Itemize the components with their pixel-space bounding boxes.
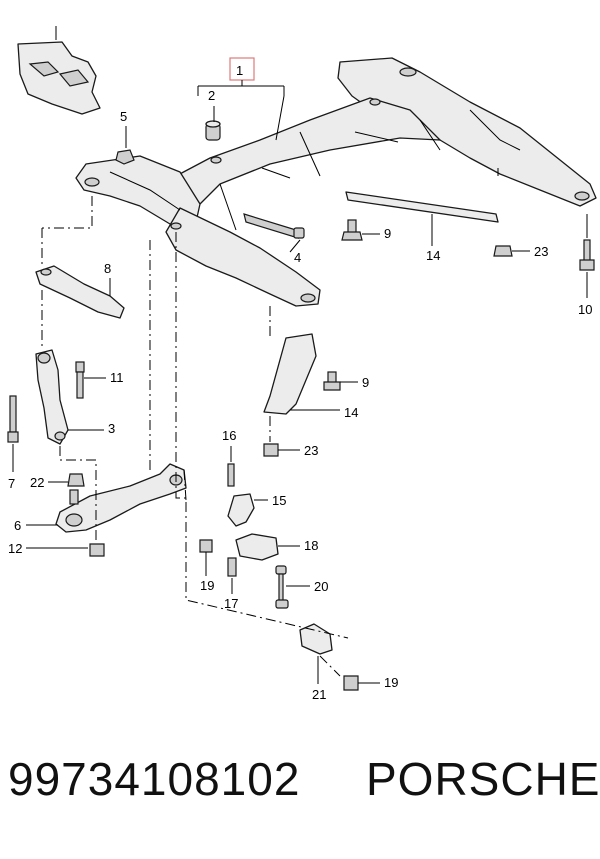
part-17-bolt	[227, 557, 237, 577]
brand-name: PORSCHE	[366, 753, 600, 805]
part-3-link	[35, 349, 69, 445]
part-12-nut	[89, 543, 105, 557]
callout-20: 20	[314, 579, 328, 594]
callout-10: 10	[578, 302, 592, 317]
callout-19-upper: 19	[200, 578, 214, 593]
part-9-bolt-lower	[323, 371, 341, 391]
callout-23-upper: 23	[534, 244, 548, 259]
callout-9-upper: 9	[384, 226, 391, 241]
part-20-link-rod	[275, 565, 289, 609]
part-16-stud	[227, 463, 235, 487]
part-19-nut-lower	[343, 675, 359, 691]
callout-2: 2	[208, 88, 215, 103]
callout-21: 21	[312, 687, 326, 702]
part-number: 99734108102	[8, 753, 301, 805]
callout-23-lower: 23	[304, 443, 318, 458]
callout-14-upper: 14	[426, 248, 440, 263]
callout-16: 16	[222, 428, 236, 443]
part-23-nut-lower	[263, 443, 279, 457]
callout-14-lower: 14	[344, 405, 358, 420]
part-23-nut-upper	[493, 245, 513, 257]
part-9-bolt-upper	[341, 219, 363, 241]
part-22-nut	[67, 473, 85, 487]
part-8-plate	[35, 265, 125, 319]
part-21-bracket	[299, 623, 333, 655]
part-19-nut-upper	[199, 539, 213, 553]
callout-3: 3	[108, 421, 115, 436]
callout-17: 17	[224, 596, 238, 611]
part-10-bolt	[579, 239, 595, 271]
callout-5: 5	[120, 109, 127, 124]
part-14-brace-lower	[263, 333, 317, 415]
part-6-control-arm	[55, 463, 187, 533]
callout-18: 18	[304, 538, 318, 553]
callout-8: 8	[104, 261, 111, 276]
part-14-brace-upper	[345, 191, 499, 223]
callout-19-lower: 19	[384, 675, 398, 690]
callout-4: 4	[294, 250, 301, 265]
part-5-nut	[115, 149, 135, 165]
part-18-sensor	[235, 533, 279, 561]
callout-11: 11	[110, 370, 124, 385]
footer: 99734108102 PORSCHE	[0, 752, 600, 832]
part-11-bolt	[75, 361, 85, 399]
callout-12: 12	[8, 541, 22, 556]
callout-15: 15	[272, 493, 286, 508]
part-2-bushing	[205, 120, 221, 141]
callout-22: 22	[30, 475, 44, 490]
part-13-shield	[17, 26, 101, 115]
part-7-bolt	[7, 395, 19, 443]
callout-6: 6	[14, 518, 21, 533]
callout-1: 1	[236, 63, 243, 78]
callout-7: 7	[8, 476, 15, 491]
callout-9-lower: 9	[362, 375, 369, 390]
part-15-bracket	[227, 493, 255, 527]
part-1-subframe	[75, 57, 597, 307]
part-4-bolt	[243, 213, 305, 239]
exploded-parts-diagram: 1 2 5 4 14 9 23 10	[7, 26, 597, 702]
